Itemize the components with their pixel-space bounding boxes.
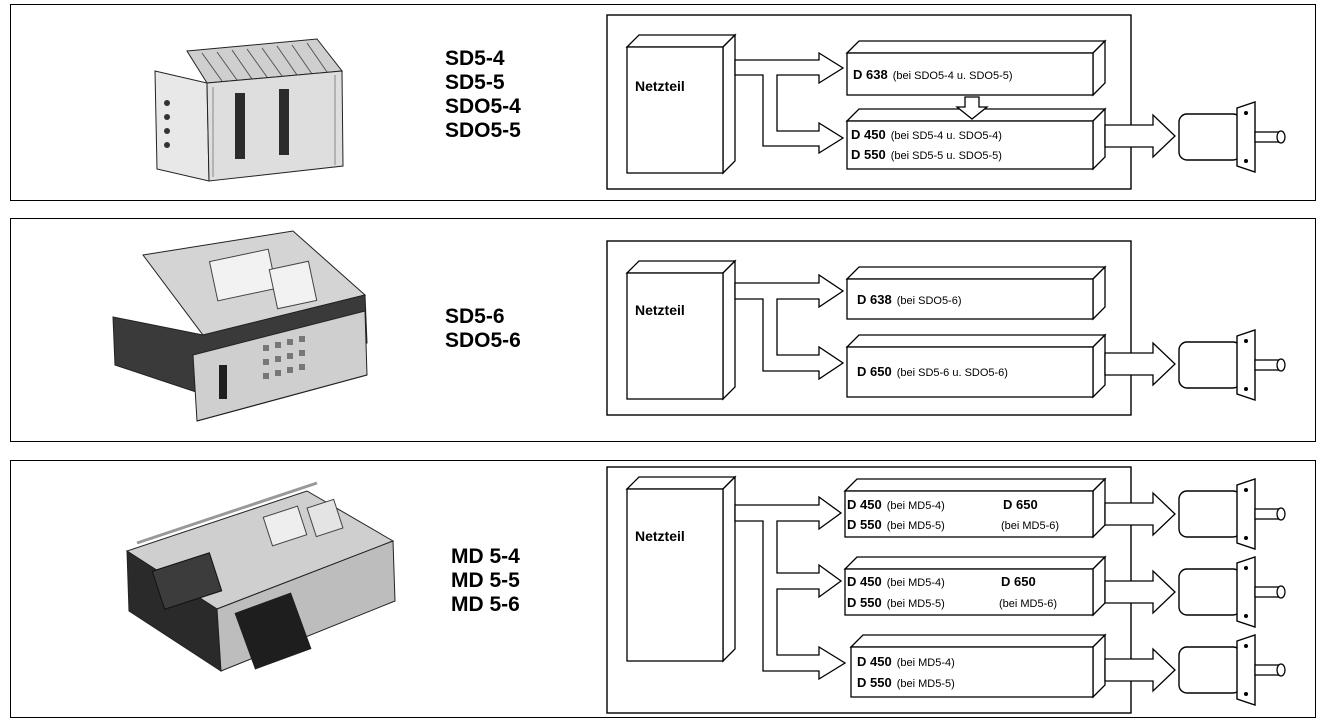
power-supply-label: Netzteil <box>635 528 685 544</box>
svg-text:D 450(bei MD5-4): D 450 (bei MD5-4) <box>847 497 945 512</box>
driver-code: D 550 <box>847 595 882 610</box>
power-supply-box: Netzteil <box>627 261 735 399</box>
driver-code: D 450 <box>847 497 882 512</box>
driver-note: (bei MD5-5) <box>887 520 945 532</box>
power-supply-box: Netzteil <box>627 35 735 173</box>
stepper-motor-icon <box>1179 479 1285 549</box>
driver-code: D 650 <box>1001 574 1036 589</box>
svg-text:D 638(bei SDO5-4 u. SDO5-5): D 638 (bei SDO5-4 u. SDO5-5) <box>853 67 1013 82</box>
stepper-motor-icon <box>1179 635 1285 705</box>
panel-sd5-6: SD5-6 SDO5-6 Netzteil D 638(bei SDO5-6) … <box>10 218 1316 442</box>
driver-code: D 550 <box>847 517 882 532</box>
stepper-motor-icon <box>1179 102 1285 172</box>
driver-code: D 650 <box>857 364 892 379</box>
driver-code: D 550 <box>851 147 886 162</box>
driver-note: (bei SDO5-4 u. SDO5-5) <box>893 70 1013 82</box>
svg-text:D 550(bei MD5-5): D 550 (bei MD5-5) <box>847 517 945 532</box>
driver-code: D 650 <box>1003 497 1038 512</box>
svg-text:D 450(bei SD5-4 u. SDO5-4): D 450 (bei SD5-4 u. SDO5-4) <box>851 127 1002 142</box>
driver-note: (bei SD5-6 u. SDO5-6) <box>897 367 1008 379</box>
stepper-motor-icon <box>1179 330 1285 400</box>
panel-sd5-sdo5-4-5: SD5-4 SD5-5 SDO5-4 SDO5-5 Netzteil D 638… <box>10 4 1316 201</box>
driver-box: D 450 (bei MD5-4) D 550 (bei MD5-5) <box>851 635 1105 697</box>
svg-text:D 450(bei MD5-4): D 450 (bei MD5-4) <box>847 574 945 589</box>
svg-text:D 450(bei MD5-4): D 450 (bei MD5-4) <box>857 654 955 669</box>
block-diagram: Netzteil D 638 (bei SDO5-6) D 650 (bei SD5… <box>11 219 1317 443</box>
driver-note: (bei MD5-6) <box>1001 520 1059 532</box>
output-arrow <box>1105 493 1175 535</box>
driver-note: (bei MD5-4) <box>897 657 955 669</box>
svg-text:D 550(bei SD5-5 u. SDO5-5): D 550 (bei SD5-5 u. SDO5-5) <box>851 147 1002 162</box>
driver-code: D 450 <box>847 574 882 589</box>
driver-note: (bei MD5-4) <box>887 577 945 589</box>
power-supply-box: Netzteil <box>627 477 735 661</box>
driver-code: D 638 <box>853 67 888 82</box>
output-arrow <box>1105 571 1175 613</box>
driver-code: D 450 <box>857 654 892 669</box>
driver-box: D 450 (bei SD5-4 u. SDO5-4) D 550 (bei SD5… <box>847 109 1105 169</box>
svg-text:D 650(bei SD5-6 u. SDO5-6): D 650 (bei SD5-6 u. SDO5-6) <box>857 364 1008 379</box>
svg-text:D 550(bei MD5-5): D 550 (bei MD5-5) <box>847 595 945 610</box>
driver-box: D 650 (bei SD5-6 u. SDO5-6) <box>847 335 1105 397</box>
power-arrow <box>735 497 845 679</box>
driver-box: D 450(bei MD5-4) D 550(bei MD5-5) D 650 … <box>845 479 1105 537</box>
power-arrow <box>735 275 843 379</box>
driver-note: (bei MD5-5) <box>897 678 955 690</box>
power-supply-label: Netzteil <box>635 78 685 94</box>
power-arrow <box>735 53 843 153</box>
driver-box: D 638 (bei SDO5-4 u. SDO5-5) <box>847 41 1105 95</box>
svg-text:D 638(bei SDO5-6): D 638 (bei SDO5-6) <box>857 292 962 307</box>
output-arrow <box>1105 649 1175 691</box>
driver-note: (bei SDO5-6) <box>897 295 962 307</box>
driver-note: (bei MD5-5) <box>887 598 945 610</box>
driver-code: D 450 <box>851 127 886 142</box>
driver-note: (bei SD5-4 u. SDO5-4) <box>891 130 1002 142</box>
driver-box: D 638 (bei SDO5-6) <box>847 267 1105 319</box>
block-diagram: Netzteil D 638 (bei SDO5-4 u. SDO5-5) D 4… <box>11 5 1317 202</box>
driver-note: (bei SD5-5 u. SDO5-5) <box>891 150 1002 162</box>
driver-note: (bei MD5-4) <box>887 500 945 512</box>
panel-md5: MD 5-4 MD 5-5 MD 5-6 Netzteil D 450(bei … <box>10 460 1316 718</box>
output-arrow <box>1105 343 1175 385</box>
driver-box: D 450(bei MD5-4) D 550(bei MD5-5) D 650 … <box>845 557 1105 615</box>
driver-note: (bei MD5-6) <box>999 598 1057 610</box>
driver-code: D 638 <box>857 292 892 307</box>
svg-text:D 550(bei MD5-5): D 550 (bei MD5-5) <box>857 675 955 690</box>
driver-code: D 550 <box>857 675 892 690</box>
power-supply-label: Netzteil <box>635 302 685 318</box>
stepper-motor-icon <box>1179 557 1285 627</box>
output-arrow <box>1105 115 1175 157</box>
block-diagram: Netzteil D 450 (bei MD5-4) D 550 (bei MD5-… <box>11 461 1317 719</box>
